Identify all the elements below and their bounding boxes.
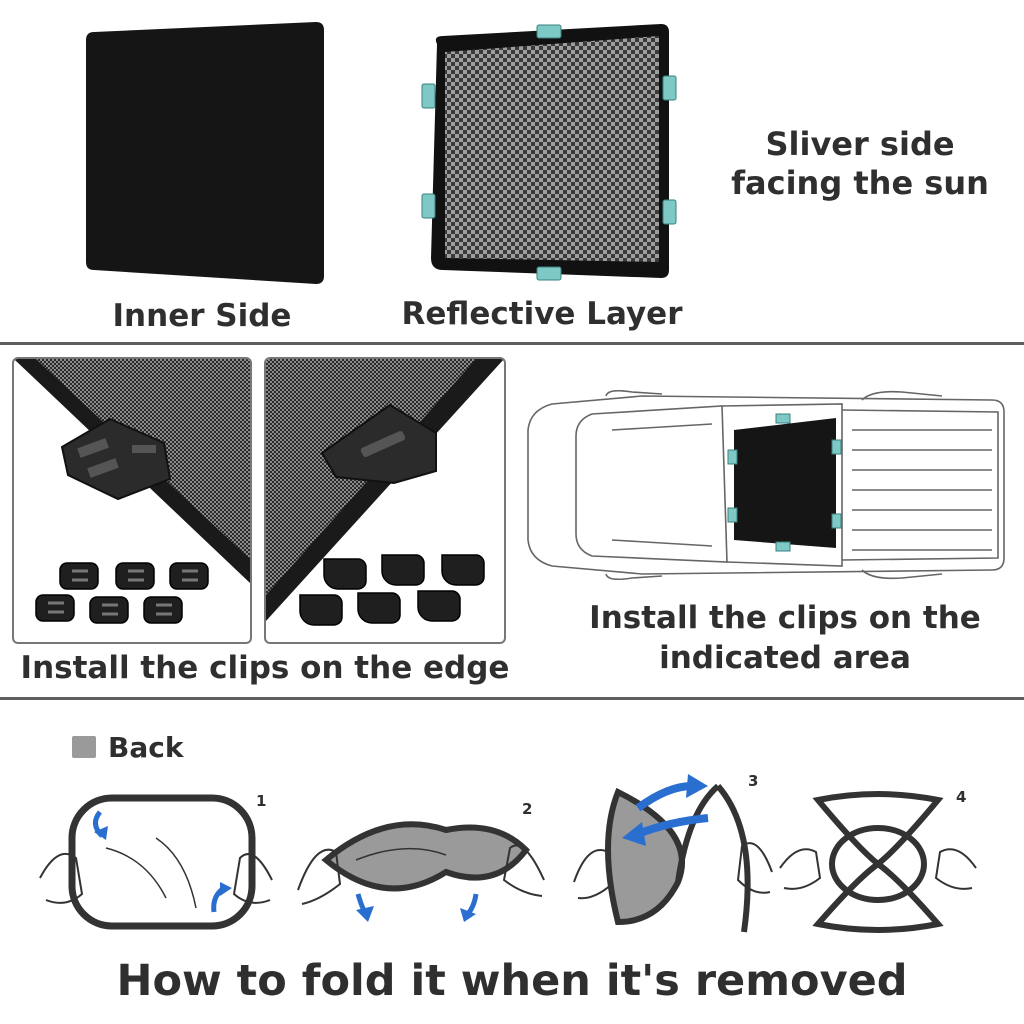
fold-step-number: 3 [748, 772, 759, 790]
folding-instructions-title: How to fold it when it's removed [116, 956, 908, 1006]
fold-step-3-illustration [573, 774, 773, 933]
section-divider [0, 697, 1024, 700]
area-install-caption: Install the clips on the indicated area [555, 598, 1015, 678]
clip-marker [662, 199, 677, 225]
hand-icon [736, 842, 773, 894]
sunshade-panel-marker [734, 418, 836, 548]
hand-icon [502, 844, 545, 897]
hand-icon [297, 848, 342, 905]
clip-photo-1 [12, 357, 252, 644]
area-install-caption-line2: indicated area [659, 640, 911, 676]
edge-install-caption: Install the clips on the edge [20, 650, 510, 686]
hand-icon [39, 853, 84, 904]
fold-step-4-illustration [779, 791, 977, 933]
clip-marker [727, 507, 738, 523]
clip-set-icon [299, 554, 485, 626]
section-divider [0, 342, 1024, 345]
arrow-icon [635, 782, 693, 812]
clip-marker [727, 449, 738, 465]
sun-facing-note: Sliver side facing the sun [720, 125, 1000, 203]
arrow-icon [636, 814, 709, 838]
fold-step-1-illustration [39, 794, 273, 930]
fold-step-number: 4 [956, 788, 967, 806]
clip-marker [775, 541, 791, 552]
clip-set-icon [35, 562, 209, 624]
reflective-layer-panel-image [421, 24, 677, 281]
sun-facing-note-line2: facing the sun [731, 164, 989, 202]
clip-marker [662, 75, 677, 101]
hand-icon [934, 848, 977, 890]
clip-marker [536, 266, 562, 281]
reflective-layer-label: Reflective Layer [401, 296, 683, 332]
hand-icon [232, 853, 273, 904]
sun-facing-note-line1: Sliver side [765, 125, 955, 163]
clip-marker [831, 513, 842, 529]
clip-photo-2 [264, 357, 506, 644]
hand-icon [779, 848, 822, 890]
inner-side-panel-image [86, 22, 324, 284]
clip-marker [536, 24, 562, 39]
fold-step-number: 2 [522, 800, 533, 818]
inner-side-label: Inner Side [112, 298, 292, 334]
clip-detail-icon [60, 417, 172, 501]
clip-marker [775, 413, 791, 424]
fold-step-number: 1 [256, 792, 267, 810]
area-install-caption-line1: Install the clips on the [589, 600, 981, 636]
fold-step-2-illustration [297, 821, 545, 922]
truck-top-view-diagram [527, 390, 1005, 580]
clip-marker [831, 439, 842, 455]
hand-icon [573, 849, 614, 900]
clip-detail-icon [320, 403, 437, 485]
back-legend-swatch [72, 736, 96, 758]
clip-marker [421, 193, 436, 219]
clip-marker [421, 83, 436, 109]
back-legend-label: Back [108, 731, 184, 764]
